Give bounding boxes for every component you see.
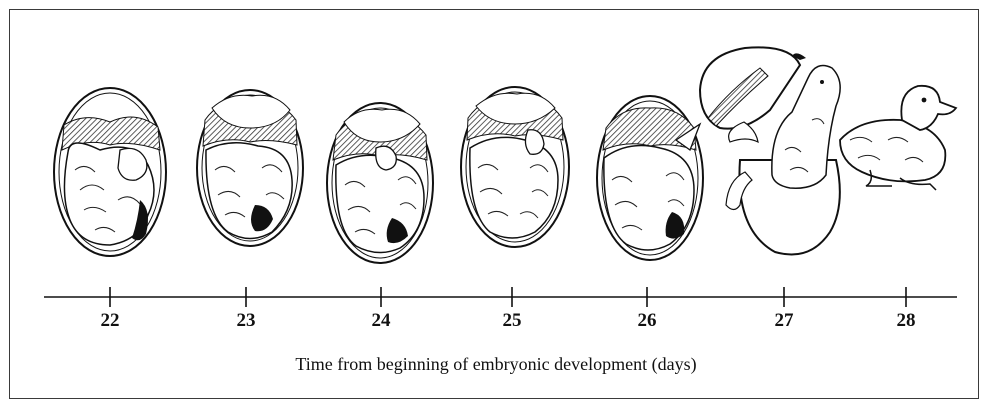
hatching-duckling-day-27 [700,47,840,254]
tick-label-28: 28 [876,310,936,332]
tick-label-26: 26 [617,310,677,332]
egg-day-26 [597,96,703,260]
duckling-day-28 [840,86,956,190]
tick-label-22: 22 [80,310,140,332]
egg-day-25 [461,87,569,247]
tick-label-25: 25 [482,310,542,332]
tick-label-27: 27 [754,310,814,332]
egg-day-22 [54,88,166,256]
egg-day-23 [197,90,303,246]
egg-day-24 [327,103,433,263]
tick-label-24: 24 [351,310,411,332]
axis-caption: Time from beginning of embryonic develop… [0,354,992,375]
tick-label-23: 23 [216,310,276,332]
